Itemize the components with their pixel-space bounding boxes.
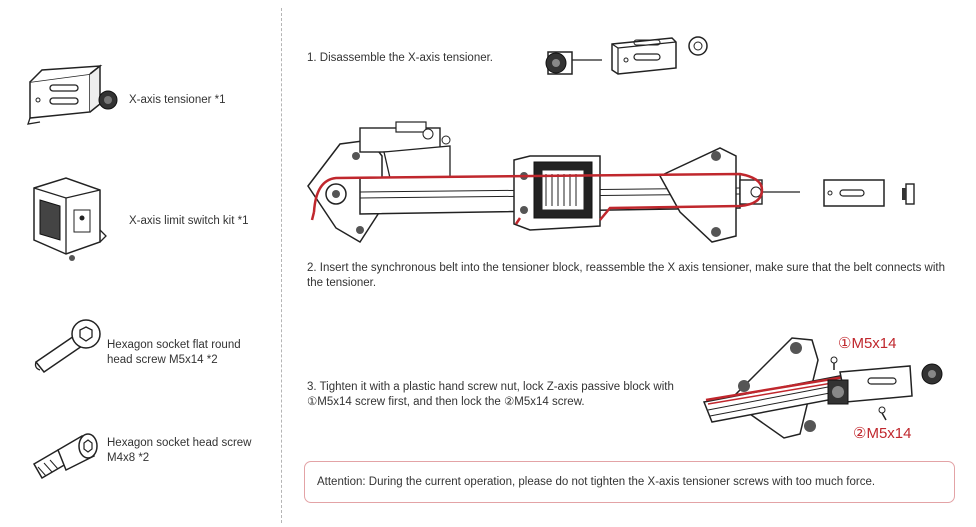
- limit-switch-kit-illustration: [33, 177, 107, 261]
- part-label-tensioner: X-axis tensioner *1: [129, 94, 226, 106]
- part-label-m4x8-screw: Hexagon socket head screw M4x8 *2: [107, 437, 252, 464]
- socket-head-screw-illustration: [32, 433, 98, 480]
- callout-screw-1: ①M5x14: [838, 335, 897, 352]
- step-1-text: 1. Disassemble the X-axis tensioner.: [307, 52, 494, 64]
- tensioner-screw-installation-illustration: [702, 337, 943, 439]
- disassembled-tensioner-illustration: [545, 36, 708, 75]
- step-2-text: 2. Insert the synchronous belt into the …: [307, 262, 945, 289]
- flat-round-head-screw-illustration: [34, 319, 101, 374]
- column-divider: [281, 8, 282, 523]
- callout-screw-2: ②M5x14: [853, 425, 912, 442]
- attention-text: Attention: During the current operation,…: [317, 476, 876, 488]
- step-3-text: 3. Tighten it with a plastic hand screw …: [307, 381, 674, 408]
- x-axis-assembly-illustration: [307, 121, 800, 244]
- attention-box: Attention: During the current operation,…: [304, 461, 955, 503]
- x-axis-tensioner-illustration: [27, 64, 118, 125]
- part-label-limit-switch: X-axis limit switch kit *1: [129, 215, 249, 227]
- part-label-m5x14-screw: Hexagon socket flat round head screw M5x…: [107, 339, 241, 366]
- loose-tensioner-parts-illustration: [823, 179, 915, 207]
